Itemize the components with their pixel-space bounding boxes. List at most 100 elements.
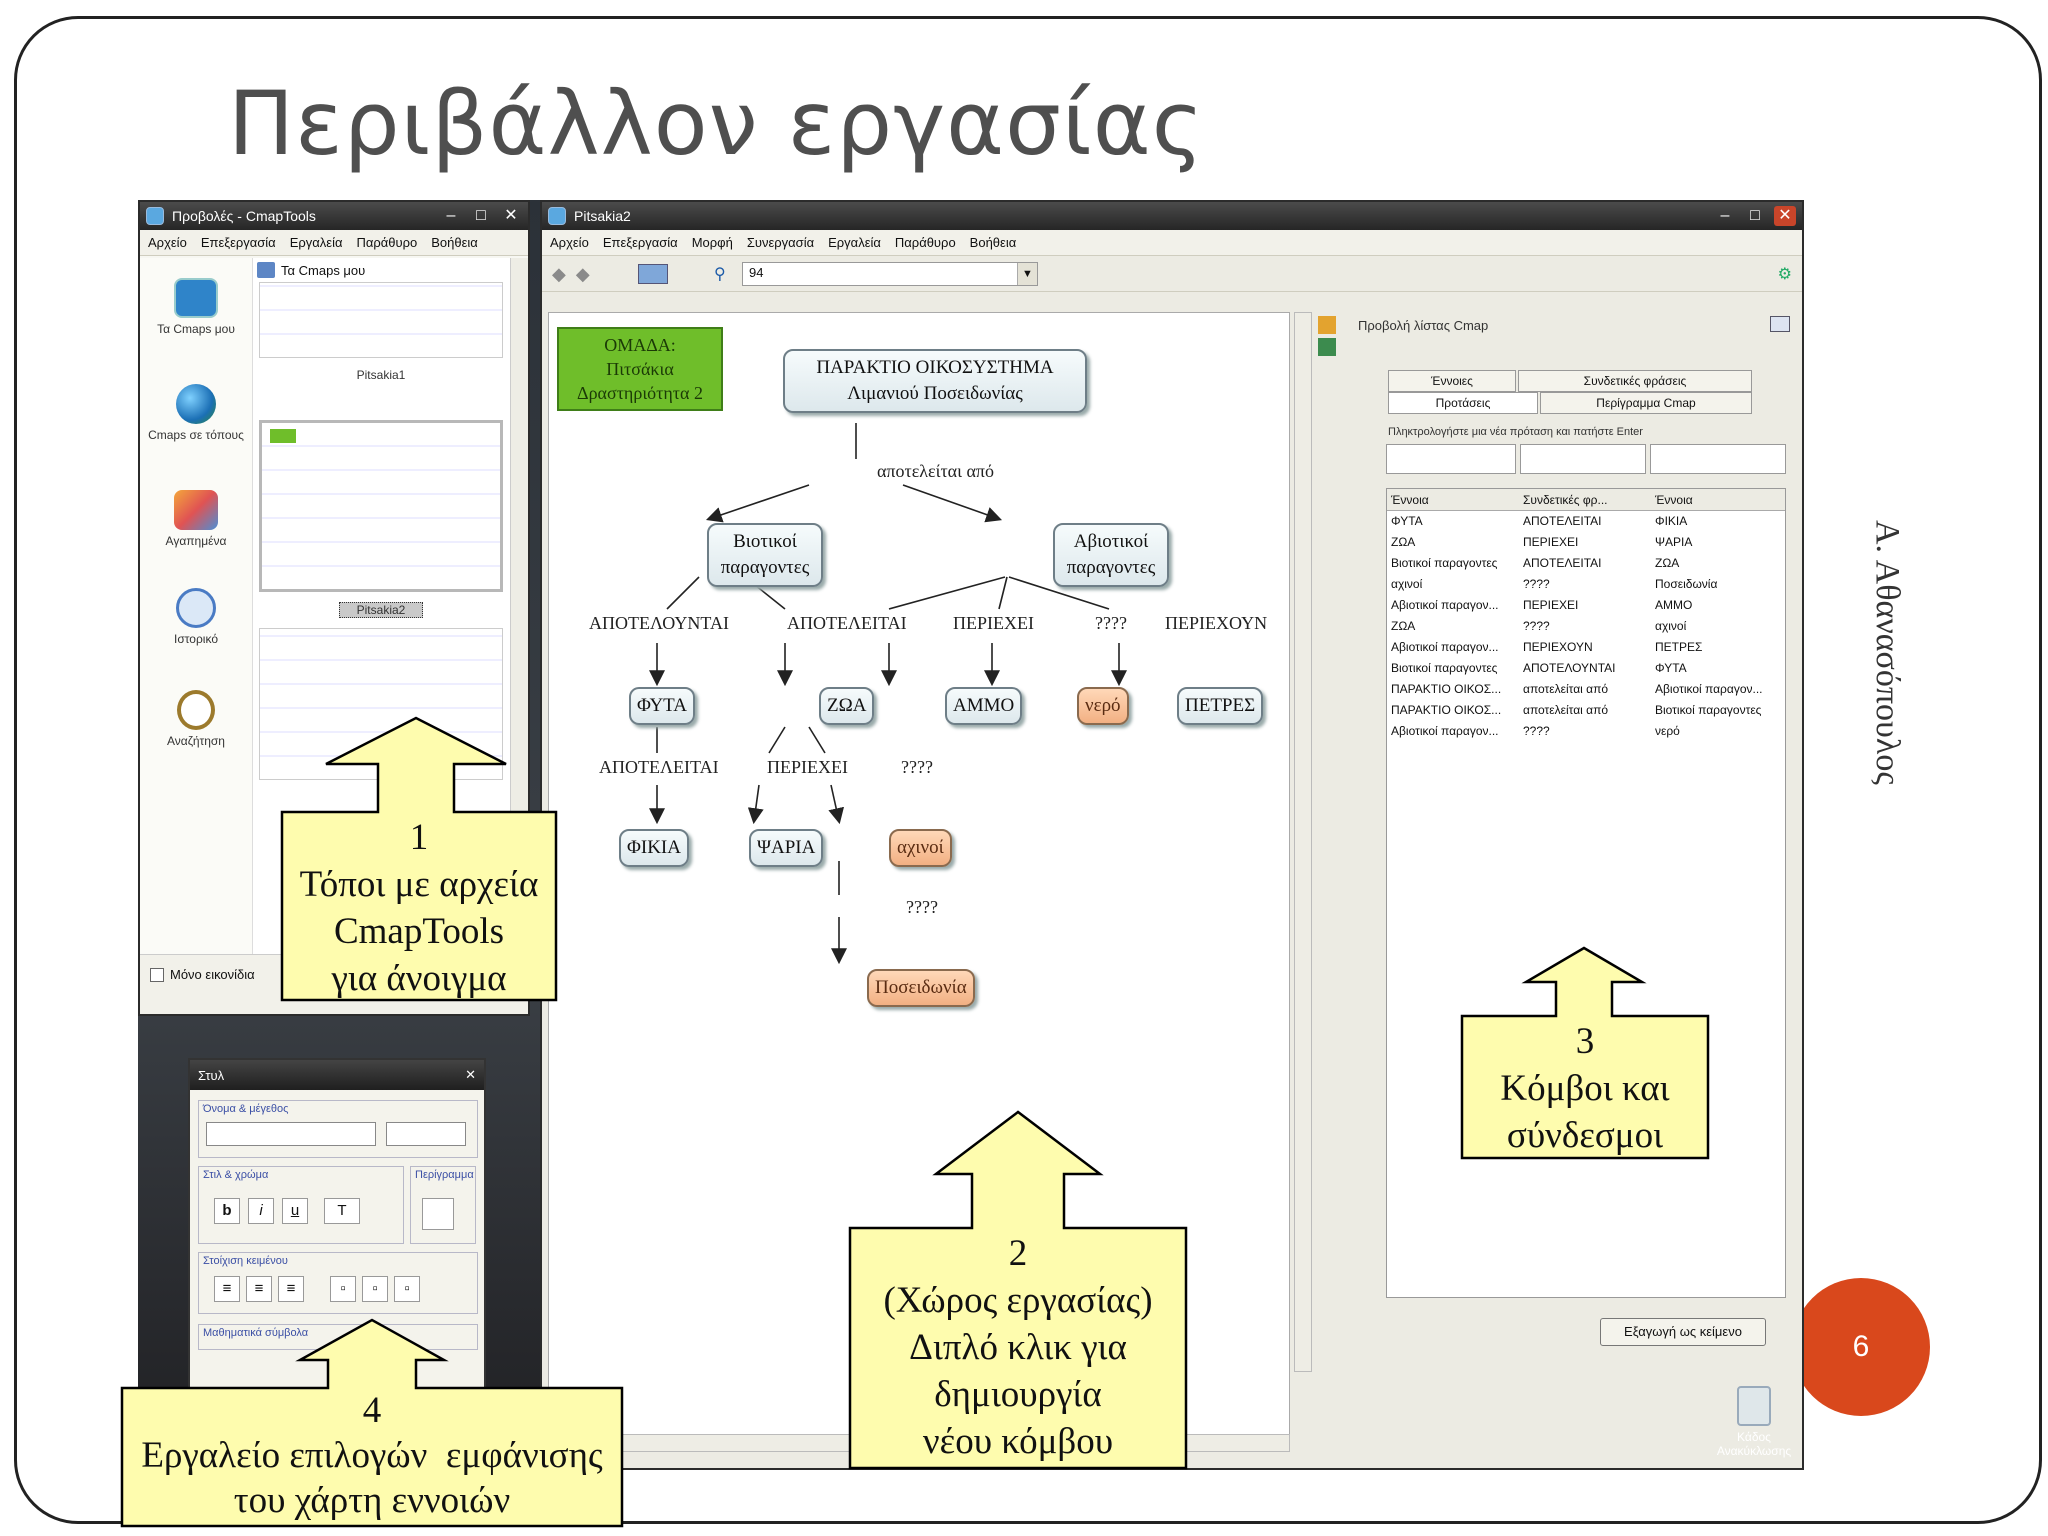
- tab-concepts[interactable]: Έννοιες: [1388, 370, 1516, 392]
- tab-cmap-outline[interactable]: Περίγραμμα Cmap: [1540, 392, 1752, 414]
- valign-bottom-button[interactable]: ▫: [394, 1276, 420, 1302]
- link-label-consists2[interactable]: ΑΠΟΤΕΛΕΙΤΑΙ: [597, 757, 721, 778]
- close-icon[interactable]: ✕: [465, 1067, 476, 1082]
- underline-button[interactable]: u: [282, 1198, 308, 1224]
- map-label-1[interactable]: Pitsakia1: [356, 368, 406, 382]
- views-scrollbar[interactable]: [510, 258, 528, 954]
- recycle-bin[interactable]: Κάδος Ανακύκλωσης: [1704, 1386, 1804, 1458]
- table-row[interactable]: αχινοί????Ποσειδωνία: [1387, 574, 1785, 595]
- align-center-button[interactable]: ≡: [246, 1276, 272, 1302]
- link-label-unknown2[interactable]: ????: [899, 757, 935, 778]
- concept-root[interactable]: ΠΑΡΑΚΤΙΟ ΟΙΚΟΣΥΣΤΗΜΑ Λιμανιού Ποσειδωνία…: [783, 349, 1087, 413]
- arrow-tool-icon[interactable]: [1318, 316, 1336, 334]
- concept-sand[interactable]: ΑΜΜΟ: [945, 687, 1023, 725]
- group-info-box[interactable]: ΟΜΑΔΑ: Πιτσάκια Δραστηριότητα 2: [557, 327, 723, 411]
- concept-abiotic[interactable]: Αβιοτικοί παραγοντες: [1053, 523, 1169, 587]
- zoom-icon: ⚲: [714, 266, 726, 283]
- menu-edit[interactable]: Επεξεργασία: [602, 235, 678, 250]
- menu-window[interactable]: Παράθυρο: [356, 235, 418, 250]
- place-shared-cmaps[interactable]: Cmaps σε τόπους: [144, 384, 248, 443]
- table-row[interactable]: Αβιοτικοί παραγον...????νερό: [1387, 721, 1785, 742]
- map-menubar: Αρχείο Επεξεργασία Μορφή Συνεργασία Εργα…: [542, 230, 1802, 256]
- menu-help[interactable]: Βοήθεια: [431, 235, 478, 250]
- menu-format[interactable]: Μορφή: [691, 235, 733, 250]
- back-forward-icon[interactable]: ◆◆: [552, 264, 600, 284]
- table-cell: ΠΕΡΙΕΧΕΙ: [1523, 598, 1579, 612]
- calendar-icon[interactable]: [638, 264, 668, 284]
- collapse-icon[interactable]: [1770, 316, 1790, 332]
- font-group: Όνομα & μέγεθος: [198, 1100, 478, 1158]
- menu-window[interactable]: Παράθυρο: [894, 235, 956, 250]
- menu-tools[interactable]: Εργαλεία: [828, 235, 881, 250]
- concept-animals[interactable]: ΖΩΑ: [819, 687, 875, 725]
- link-label-unknown[interactable]: ????: [1093, 613, 1129, 634]
- menu-file[interactable]: Αρχείο: [550, 235, 589, 250]
- concept-urchins[interactable]: αχινοί: [889, 829, 952, 867]
- table-row[interactable]: ΖΩΑ????αχινοί: [1387, 616, 1785, 637]
- map-label-2[interactable]: Pitsakia2: [339, 602, 423, 618]
- places-list: Τα Cmaps μου Cmaps σε τόπους Αγαπημένα Ι…: [140, 258, 252, 954]
- link-label-unknown3[interactable]: ????: [904, 897, 940, 918]
- menu-help[interactable]: Βοήθεια: [969, 235, 1017, 250]
- link-label-root[interactable]: αποτελείται από: [875, 461, 996, 482]
- menu-file[interactable]: Αρχείο: [148, 235, 187, 250]
- font-size-select[interactable]: [386, 1122, 466, 1146]
- proposition-concept-input[interactable]: [1386, 444, 1516, 474]
- align-left-button[interactable]: ≡: [214, 1276, 240, 1302]
- bold-button[interactable]: b: [214, 1198, 240, 1224]
- minimize-icon[interactable]: ‒: [1720, 207, 1730, 224]
- zoom-select[interactable]: 94 ▼: [742, 262, 1038, 286]
- place-search[interactable]: Αναζήτηση: [144, 690, 248, 749]
- export-as-text-button[interactable]: Εξαγωγή ως κείμενο: [1600, 1318, 1766, 1346]
- maximize-icon[interactable]: □: [1750, 207, 1760, 224]
- menu-collaboration[interactable]: Συνεργασία: [746, 235, 815, 250]
- concept-biotic[interactable]: Βιοτικοί παραγοντες: [707, 523, 823, 587]
- italic-button[interactable]: i: [248, 1198, 274, 1224]
- link-label-contains[interactable]: ΠΕΡΙΕΧΕΙ: [951, 613, 1036, 634]
- canvas-vscroll[interactable]: [1294, 312, 1312, 1372]
- place-favorites[interactable]: Αγαπημένα: [144, 490, 248, 549]
- concept-fish[interactable]: ΨΑΡΙΑ: [749, 829, 824, 867]
- valign-top-button[interactable]: ▫: [330, 1276, 356, 1302]
- concept-plants[interactable]: ΦΥΤΑ: [629, 687, 695, 725]
- place-my-cmaps[interactable]: Τα Cmaps μου: [144, 278, 248, 337]
- concept-stones[interactable]: ΠΕΤΡΕΣ: [1177, 687, 1264, 725]
- menu-edit[interactable]: Επεξεργασία: [200, 235, 276, 250]
- icons-only-checkbox[interactable]: Μόνο εικονίδια: [150, 967, 255, 982]
- text-color-button[interactable]: T: [324, 1198, 360, 1224]
- tab-linking-phrases[interactable]: Συνδετικές φράσεις: [1518, 370, 1752, 392]
- link-label-contains2[interactable]: ΠΕΡΙΕΧΕΙ: [765, 757, 850, 778]
- concept-posidonia[interactable]: Ποσειδωνία: [867, 969, 975, 1007]
- link-label-consists[interactable]: ΑΠΟΤΕΛΕΙΤΑΙ: [785, 613, 909, 634]
- concept-fikia[interactable]: ΦΙΚΙΑ: [619, 829, 689, 867]
- maximize-icon[interactable]: □: [476, 207, 486, 224]
- palette-toggle-icon[interactable]: ⚙: [1777, 266, 1792, 283]
- concept-water[interactable]: νερό: [1077, 687, 1129, 725]
- close-icon[interactable]: ✕: [504, 207, 518, 224]
- link-label-consist[interactable]: ΑΠΟΤΕΛΟΥΝΤΑΙ: [587, 613, 731, 634]
- close-icon[interactable]: ✕: [1774, 206, 1796, 226]
- link-label-contain[interactable]: ΠΕΡΙΕΧΟΥΝ: [1163, 613, 1270, 634]
- tab-propositions[interactable]: Προτάσεις: [1388, 392, 1538, 414]
- map-thumbnail-1[interactable]: [259, 282, 503, 358]
- border-button[interactable]: [422, 1198, 454, 1230]
- valign-middle-button[interactable]: ▫: [362, 1276, 388, 1302]
- chevron-down-icon[interactable]: ▼: [1017, 263, 1037, 285]
- menu-tools[interactable]: Εργαλεία: [289, 235, 343, 250]
- map-thumbnail-2[interactable]: [259, 420, 503, 592]
- proposition-concept2-input[interactable]: [1650, 444, 1786, 474]
- align-right-button[interactable]: ≡: [278, 1276, 304, 1302]
- font-name-select[interactable]: [206, 1122, 376, 1146]
- place-history[interactable]: Ιστορικό: [144, 588, 248, 647]
- proposition-link-input[interactable]: [1520, 444, 1646, 474]
- list-view-icon[interactable]: [1318, 338, 1336, 356]
- minimize-icon[interactable]: ‒: [446, 207, 456, 224]
